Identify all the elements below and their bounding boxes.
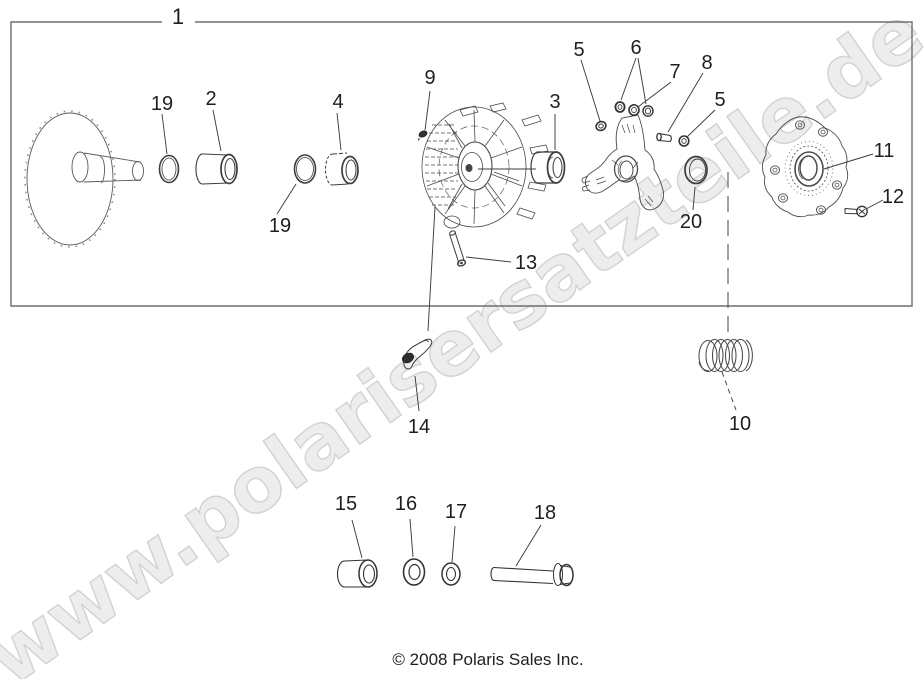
callout-5b: 5 <box>714 89 726 111</box>
callout-20: 20 <box>679 211 703 233</box>
callout-8: 8 <box>701 52 713 74</box>
callout-19a: 19 <box>150 93 174 115</box>
bushing-2-drawing <box>195 153 238 185</box>
pin-13-drawing <box>449 230 467 267</box>
cover-plate-drawing <box>762 116 849 218</box>
callout-13: 13 <box>514 252 538 274</box>
spider-drawing <box>581 114 664 211</box>
callout-15: 15 <box>334 493 358 515</box>
callout-3: 3 <box>549 91 561 113</box>
oring-19b-drawing <box>293 154 317 184</box>
bushing-4-drawing <box>324 152 359 186</box>
callout-16: 16 <box>394 493 418 515</box>
callout-5a: 5 <box>573 39 585 61</box>
callout-11: 11 <box>873 140 895 162</box>
callout-4: 4 <box>332 91 344 113</box>
washer-16-drawing <box>402 558 426 586</box>
callout-9: 9 <box>424 67 436 89</box>
copyright-text: © 2008 Polaris Sales Inc. <box>392 650 584 669</box>
bushing-3-drawing <box>530 151 566 184</box>
callout-7: 7 <box>669 61 681 83</box>
callout-6: 6 <box>630 37 642 59</box>
bolt-12-drawing <box>844 205 868 218</box>
callout-1: 1 <box>171 4 185 29</box>
cam-arm-14-drawing <box>401 338 433 370</box>
clutch-housing-drawing <box>421 102 549 229</box>
washer-17-drawing <box>441 562 461 586</box>
callout-10: 10 <box>728 413 752 435</box>
washer-7-drawing <box>642 105 654 117</box>
callout-14: 14 <box>407 416 431 438</box>
callout-19b: 19 <box>268 215 292 237</box>
bolt-18-drawing <box>490 563 574 587</box>
nut-6b-drawing <box>628 104 640 117</box>
leader-lines <box>161 57 884 567</box>
ring-20-drawing <box>684 155 708 185</box>
callout-2: 2 <box>205 88 217 110</box>
washer-5b-drawing <box>678 135 690 147</box>
washer-5a-drawing <box>595 120 607 132</box>
callout-18: 18 <box>533 502 557 524</box>
spring-10-drawing <box>698 338 753 373</box>
fixed-sheave-drawing <box>24 110 144 248</box>
nut-6a-drawing <box>614 101 626 113</box>
callout-17: 17 <box>444 501 468 523</box>
assembly-box <box>10 21 913 307</box>
screw-9-drawing <box>417 130 428 141</box>
pin-8-drawing <box>656 132 672 142</box>
oring-19a-drawing <box>158 154 180 184</box>
spacer-15-drawing <box>336 559 378 588</box>
callout-12: 12 <box>881 186 905 208</box>
